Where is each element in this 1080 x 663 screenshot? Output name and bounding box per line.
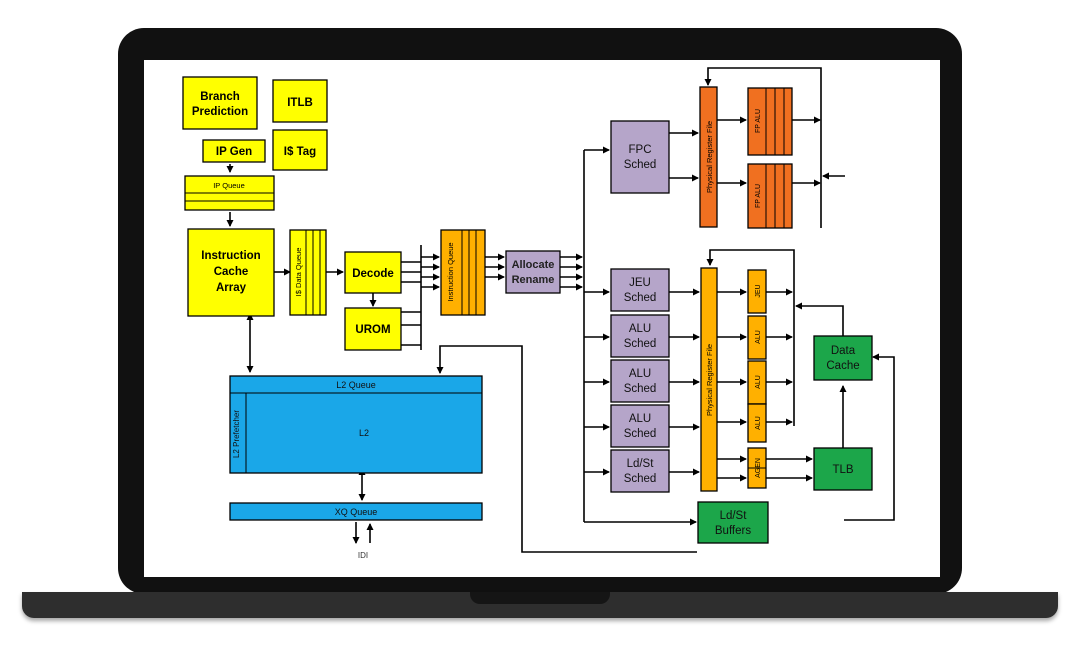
instruction-cache-block: Instruction Cache Array (187, 228, 275, 317)
ldst-sched-label-2: Sched (624, 473, 657, 485)
itlb-label: ITLB (287, 97, 313, 109)
fp-register-file-block: Physical Register File (699, 86, 718, 228)
alu-2-block: ALU (747, 360, 767, 405)
ldst-sched-block: Ld/St Sched (610, 449, 670, 493)
decode-block: Decode (344, 251, 402, 294)
fp-alu-2-block: FP ALU (747, 163, 793, 229)
instruction-cache-label: Instruction (201, 250, 260, 262)
fpc-sched-label: FPC (629, 144, 652, 156)
ip-queue-label: IP Queue (213, 181, 245, 190)
decode-label: Decode (352, 268, 394, 280)
l2-label: L2 (359, 428, 369, 438)
i-tag-block: I$ Tag (272, 129, 328, 171)
alu-3-block: ALU (747, 403, 767, 443)
alu-sched-3-block: ALU Sched (610, 404, 670, 448)
idi-label: IDI (358, 551, 368, 560)
jeu-sched-block: JEU Sched (610, 268, 670, 312)
int-register-file-block: Physical Register File (700, 267, 718, 492)
data-cache-label-2: Cache (826, 360, 859, 372)
tlb-label: TLB (832, 464, 853, 476)
allocate-rename-block: Allocate Rename (505, 250, 561, 294)
jeu-block: JEU (747, 269, 767, 314)
ip-gen-label: IP Gen (216, 146, 252, 158)
ldst-buffers-label: Ld/St (720, 510, 748, 522)
instruction-queue-label: Instruction Queue (446, 242, 455, 301)
int-register-file-label: Physical Register File (705, 344, 714, 416)
alu-2-label: ALU (755, 375, 762, 389)
itlb-block: ITLB (272, 79, 328, 123)
alu-3-label: ALU (755, 416, 762, 430)
l2-block: L2 Queue L2 L2 Prefetcher (229, 375, 483, 474)
xq-queue-block: XQ Queue (229, 502, 483, 521)
connectors (226, 67, 895, 553)
instruction-queue-block: Instruction Queue (440, 229, 486, 316)
i-data-queue-label: I$ Data Queue (294, 248, 303, 297)
ldst-buffers-label-2: Buffers (715, 525, 751, 537)
data-cache-label: Data (831, 345, 856, 357)
ip-gen-block: IP Gen (202, 139, 266, 163)
ldst-buffers-block: Ld/St Buffers (697, 501, 769, 544)
i-tag-label: I$ Tag (284, 146, 316, 158)
fp-alu-1-label: FP ALU (755, 109, 762, 133)
fp-alu-1-block: FP ALU (747, 87, 793, 156)
ldst-sched-label: Ld/St (627, 458, 655, 470)
ip-queue-block: IP Queue (184, 175, 275, 211)
branch-prediction-label-2: Prediction (192, 106, 248, 118)
l2-queue-label: L2 Queue (336, 380, 376, 390)
alu-sched-3-label: ALU (629, 413, 651, 425)
l2-prefetcher-label: L2 Prefetcher (232, 410, 241, 458)
alu-sched-2-label-2: Sched (624, 383, 657, 395)
data-cache-block: Data Cache (813, 335, 873, 381)
alu-1-block: ALU (747, 315, 767, 360)
jeu-sched-label-2: Sched (624, 292, 657, 304)
rename-label: Rename (512, 274, 555, 286)
branch-prediction-label: Branch (200, 91, 240, 103)
allocate-label: Allocate (512, 259, 555, 271)
instruction-cache-label-2: Cache (214, 266, 249, 278)
alu-sched-3-label-2: Sched (624, 428, 657, 440)
alu-1-label: ALU (755, 330, 762, 344)
xq-queue-label: XQ Queue (335, 507, 378, 517)
tlb-block: TLB (813, 447, 873, 491)
urom-label: UROM (355, 324, 390, 336)
alu-sched-1-label: ALU (629, 323, 651, 335)
branch-prediction-block: Branch Prediction (182, 76, 258, 130)
agen-block: AGEN (747, 447, 767, 489)
screen: Branch Prediction ITLB IP Gen I$ Tag IP … (144, 60, 940, 577)
fpc-sched-label-2: Sched (624, 159, 657, 171)
alu-sched-1-label-2: Sched (624, 338, 657, 350)
urom-block: UROM (344, 307, 402, 351)
agen-label: AGEN (755, 458, 762, 478)
fp-alu-2-label: FP ALU (755, 184, 762, 208)
i-data-queue-block: I$ Data Queue (289, 229, 327, 316)
jeu-sched-label: JEU (629, 277, 651, 289)
fp-register-file-label: Physical Register File (705, 121, 714, 193)
jeu-label: JEU (755, 284, 762, 297)
alu-sched-1-block: ALU Sched (610, 314, 670, 358)
alu-sched-2-block: ALU Sched (610, 359, 670, 403)
cpu-pipeline-diagram: Branch Prediction ITLB IP Gen I$ Tag IP … (182, 67, 895, 560)
instruction-cache-label-3: Array (216, 282, 247, 294)
laptop-notch (470, 592, 610, 604)
fpc-sched-block: FPC Sched (610, 120, 670, 194)
alu-sched-2-label: ALU (629, 368, 651, 380)
